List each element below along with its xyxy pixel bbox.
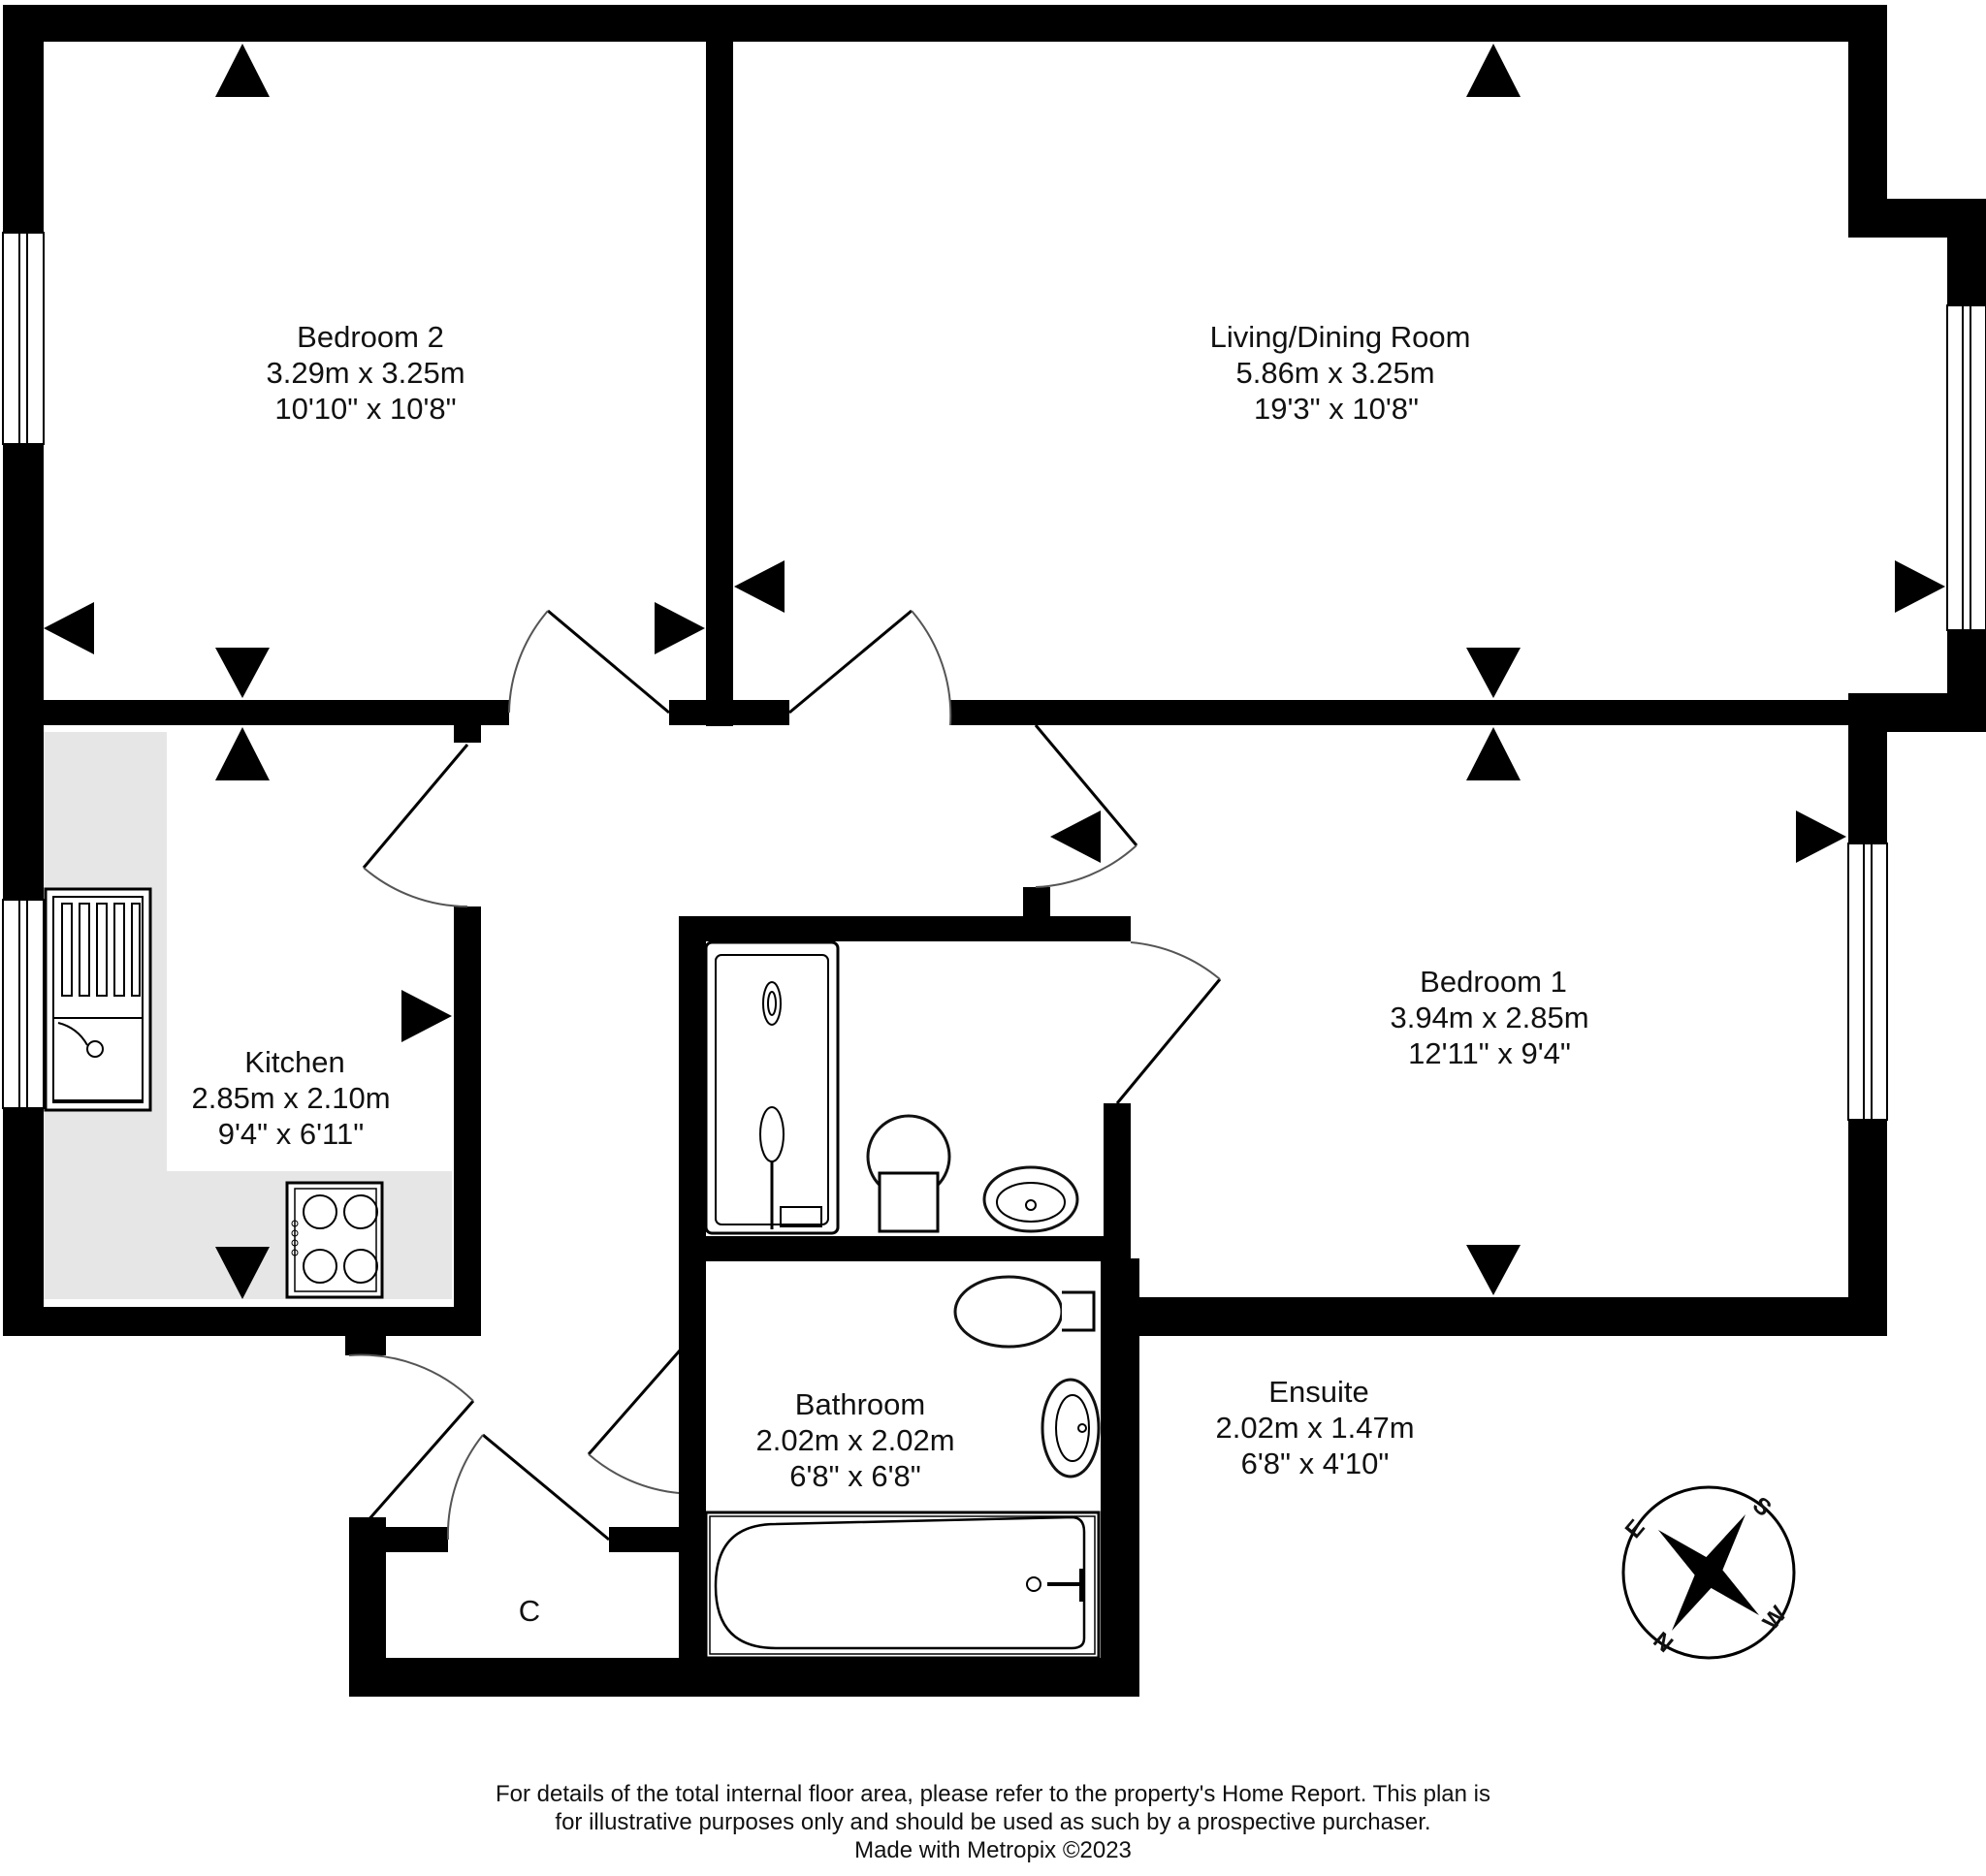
room-dimensions-metric: 5.86m x 3.25m [1235, 356, 1434, 390]
footer-line-2: for illustrative purposes only and shoul… [555, 1809, 1431, 1835]
door-living [788, 609, 952, 726]
hob-icon [285, 1181, 384, 1299]
door-cupboard [446, 1433, 610, 1542]
windows [2, 232, 1986, 1121]
toilet-icon [866, 1114, 951, 1233]
room-label-ensuite: Ensuite 2.02m x 1.47m 6'8" x 4'10" [1215, 1375, 1414, 1480]
arrow-right [1895, 560, 1945, 613]
room-label-kitchen: Kitchen 2.85m x 2.10m 9'4" x 6'11" [191, 1045, 390, 1151]
room-label-bedroom1: Bedroom 1 3.94m x 2.85m 12'11" x 9'4" [1390, 965, 1588, 1070]
arrow-right [655, 602, 705, 654]
cupboard-label: C [519, 1594, 540, 1628]
room-dimensions-metric: 2.85m x 2.10m [191, 1081, 390, 1115]
window-bedroom2 [2, 232, 45, 445]
room-name: Bathroom [795, 1387, 925, 1421]
room-label-bathroom: Bathroom 2.02m x 2.02m 6'8" x 6'8" [755, 1387, 954, 1493]
window-living [1946, 304, 1986, 631]
arrow-right [1796, 811, 1846, 863]
arrow-left [44, 602, 94, 654]
basin-icon [1041, 1378, 1101, 1479]
arrow-right [401, 990, 452, 1042]
footer-disclaimer: For details of the total internal floor … [0, 1780, 1986, 1864]
bath-icon [704, 1510, 1101, 1660]
window-kitchen [2, 899, 45, 1109]
footer-credit: Made with Metropix ©2023 [854, 1837, 1132, 1863]
arrow-up [1466, 44, 1521, 97]
room-dimensions-imperial: 9'4" x 6'11" [218, 1117, 364, 1151]
kitchen-sink-icon [44, 887, 152, 1112]
room-name: Ensuite [1268, 1375, 1368, 1409]
arrow-down [215, 648, 270, 698]
arrow-down [1466, 1245, 1521, 1295]
compass-n: N [1649, 1627, 1679, 1658]
arrow-left [734, 560, 785, 613]
room-name: Living/Dining Room [1210, 320, 1471, 354]
room-dimensions-metric: 2.02m x 2.02m [755, 1423, 954, 1457]
shower-icon [704, 940, 840, 1235]
room-dimensions-metric: 3.29m x 3.25m [266, 356, 464, 390]
basin-icon [982, 1165, 1079, 1233]
room-dimensions-imperial: 19'3" x 10'8" [1254, 392, 1419, 426]
room-name: Bedroom 1 [1420, 965, 1567, 999]
dimension-arrows [44, 44, 1945, 1299]
doors [348, 609, 1222, 1542]
door-bathroom [587, 1334, 695, 1494]
room-dimensions-metric: 3.94m x 2.85m [1390, 1001, 1588, 1034]
window-bedroom1 [1847, 843, 1888, 1121]
arrow-up [1466, 727, 1521, 780]
room-name: Kitchen [244, 1045, 344, 1079]
walls [3, 5, 1986, 1697]
arrow-down [1466, 648, 1521, 698]
room-dimensions-imperial: 10'10" x 10'8" [274, 392, 456, 426]
room-dimensions-metric: 2.02m x 1.47m [1215, 1411, 1414, 1445]
arrow-down [215, 1247, 270, 1299]
footer-line-1: For details of the total internal floor … [496, 1781, 1490, 1807]
room-label-bedroom2: Bedroom 2 3.29m x 3.25m 10'10" x 10'8" [266, 320, 464, 426]
room-dimensions-imperial: 6'8" x 4'10" [1241, 1447, 1390, 1480]
door-kitchen [362, 744, 469, 907]
arrow-up [215, 44, 270, 97]
kitchen-worktop [41, 732, 452, 1299]
door-bedroom2 [508, 609, 670, 715]
door-bedroom1 [1034, 724, 1138, 888]
compass-e: E [1620, 1514, 1650, 1543]
arrow-left [1050, 811, 1101, 863]
room-name: Bedroom 2 [297, 320, 444, 354]
arrow-up [215, 727, 270, 780]
room-dimensions-imperial: 12'11" x 9'4" [1408, 1036, 1571, 1070]
toilet-icon [953, 1275, 1096, 1349]
compass-icon: S E W N [1620, 1485, 1796, 1660]
room-label-living: Living/Dining Room 5.86m x 3.25m 19'3" x… [1210, 320, 1471, 426]
door-front [348, 1353, 475, 1523]
room-dimensions-imperial: 6'8" x 6'8" [789, 1459, 921, 1493]
door-ensuite [1115, 941, 1222, 1104]
